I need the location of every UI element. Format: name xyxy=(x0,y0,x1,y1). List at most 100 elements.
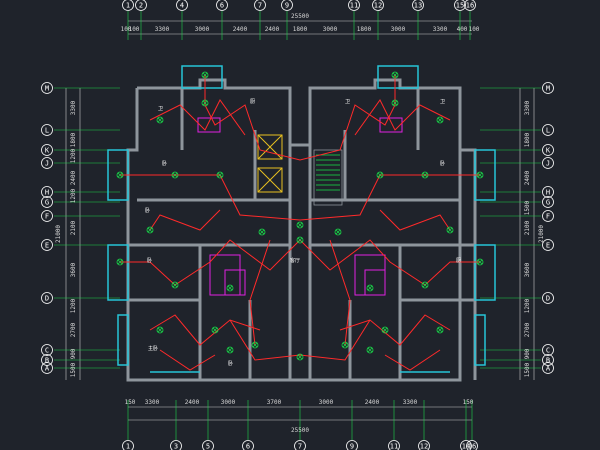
light-fixture-29 xyxy=(366,346,374,354)
wire-run-13 xyxy=(329,239,351,346)
svg-text:12: 12 xyxy=(420,442,428,450)
top-dim-4: 2400 xyxy=(233,26,248,33)
svg-text:E: E xyxy=(546,241,550,249)
left-dim-4: 1200 xyxy=(70,188,77,203)
bottom-dim-5: 3000 xyxy=(319,399,334,406)
light-fixture-8 xyxy=(171,171,179,179)
bottom-axis-7: 7 xyxy=(294,440,306,450)
light-fixture-31 xyxy=(446,226,454,234)
top-dim-11: 400 xyxy=(457,26,468,33)
svg-text:12: 12 xyxy=(374,1,382,9)
right-axis-G: G xyxy=(542,196,554,208)
svg-text:A: A xyxy=(546,364,551,372)
svg-text:16: 16 xyxy=(466,1,474,9)
svg-text:15: 15 xyxy=(456,1,464,9)
top-dim-9: 3000 xyxy=(391,26,406,33)
wire-run-4 xyxy=(149,209,221,231)
svg-text:D: D xyxy=(45,294,49,302)
svg-text:5: 5 xyxy=(206,442,210,450)
right-dim-4: 2100 xyxy=(524,220,531,235)
svg-text:L: L xyxy=(45,126,49,134)
light-fixture-23 xyxy=(211,326,219,334)
light-fixture-27 xyxy=(296,353,304,361)
svg-text:4: 4 xyxy=(180,1,184,9)
right-axis-C: C xyxy=(542,344,554,356)
bottom-dim-0: 150 xyxy=(125,399,136,406)
right-dim-8: 900 xyxy=(524,348,531,359)
wire-run-0 xyxy=(204,75,396,161)
svg-text:C: C xyxy=(546,346,550,354)
svg-text:K: K xyxy=(546,146,551,154)
wire-run-10 xyxy=(159,349,216,371)
room-label-5: 卧 xyxy=(147,257,152,264)
light-fixture-3 xyxy=(436,116,444,124)
left-axis-B: B xyxy=(41,354,53,366)
room-label-2: 卧 xyxy=(162,160,167,167)
left-axis-D: D xyxy=(41,292,53,304)
room-label-4: 客厅 xyxy=(290,257,300,264)
right-axis-L: L xyxy=(542,124,554,136)
right-dim-6: 1200 xyxy=(524,298,531,313)
svg-text:D: D xyxy=(546,294,550,302)
top-dim-8: 1800 xyxy=(357,26,372,33)
svg-text:L: L xyxy=(546,126,550,134)
wire-run-7 xyxy=(149,314,261,346)
top-axis-6: 6 xyxy=(216,0,228,11)
light-fixture-7 xyxy=(476,171,484,179)
bottom-dim-3: 3000 xyxy=(221,399,236,406)
left-dim-2: 1200 xyxy=(70,148,77,163)
right-dim-1: 1800 xyxy=(524,132,531,147)
top-axis-11: 11 xyxy=(348,0,360,11)
svg-text:11: 11 xyxy=(390,442,398,450)
svg-text:M: M xyxy=(45,84,49,92)
svg-text:9: 9 xyxy=(285,1,289,9)
left-dim-7: 1200 xyxy=(70,298,77,313)
svg-text:14: 14 xyxy=(462,442,470,450)
light-fixture-16 xyxy=(476,258,484,266)
svg-text:B: B xyxy=(546,356,550,364)
svg-text:A: A xyxy=(45,364,50,372)
wire-run-2 xyxy=(354,99,451,136)
light-fixture-5 xyxy=(391,99,399,107)
wire-run-12 xyxy=(249,239,271,346)
svg-text:6: 6 xyxy=(246,442,250,450)
right-dim-3: 1500 xyxy=(524,200,531,215)
room-label-0: 卫 xyxy=(158,106,163,112)
svg-text:F: F xyxy=(45,212,49,220)
light-fixture-11 xyxy=(376,171,384,179)
svg-text:B: B xyxy=(45,356,49,364)
room-label-10: 卧 xyxy=(440,160,445,167)
svg-text:G: G xyxy=(45,198,49,206)
svg-text:1: 1 xyxy=(126,1,130,9)
bottom-axis-1: 1 xyxy=(122,440,134,450)
light-fixture-21 xyxy=(156,326,164,334)
svg-text:G: G xyxy=(546,198,550,206)
light-fixture-19 xyxy=(226,284,234,292)
svg-text:C: C xyxy=(45,346,49,354)
right-axis-M: M xyxy=(542,82,554,94)
light-fixtures xyxy=(116,71,484,361)
room-label-7: 卧 xyxy=(228,360,233,367)
light-fixture-32 xyxy=(296,221,304,229)
wire-run-9 xyxy=(229,319,371,361)
right-axis-J: J xyxy=(542,157,554,169)
wire-run-5 xyxy=(379,209,451,231)
svg-text:M: M xyxy=(546,84,550,92)
svg-text:K: K xyxy=(45,146,50,154)
bottom-axis-3: 3 xyxy=(170,440,182,450)
room-label-9: 卫 xyxy=(440,99,445,105)
left-dimensions: 3300180012002400120021003600120027009001… xyxy=(70,100,77,377)
top-dim-12: 100 xyxy=(469,26,480,33)
right-axis-B: B xyxy=(542,354,554,366)
bottom-axis-11: 11 xyxy=(388,440,400,450)
wire-run-8 xyxy=(339,314,451,346)
light-fixture-22 xyxy=(436,326,444,334)
bottom-axis-9: 9 xyxy=(346,440,358,450)
svg-text:H: H xyxy=(546,188,550,196)
